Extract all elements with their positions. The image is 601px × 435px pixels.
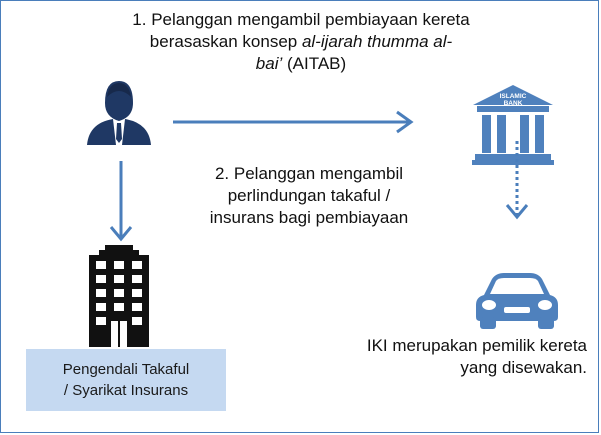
office-building-icon xyxy=(89,245,149,347)
step2-line3: insurans bagi pembiayaan xyxy=(209,208,409,227)
step2-line2: perlindungan takaful / xyxy=(227,186,391,205)
step1-concept-a: al-ijarah thumma al- xyxy=(301,32,453,51)
owner-note: IKI merupakan pemilik kereta yang disewa… xyxy=(301,335,587,379)
step2-line1: Pelanggan mengambil xyxy=(233,164,404,183)
step2-text: 2. Pelanggan mengambil perlindungan taka… xyxy=(169,163,449,229)
step1-text: 1. Pelanggan mengambil pembiayaan kereta… xyxy=(61,9,541,75)
step1-number: 1. xyxy=(132,10,147,29)
insurer-label-line2: / Syarikat Insurans xyxy=(63,382,189,399)
owner-note-line1: IKI merupakan pemilik kereta xyxy=(366,336,587,355)
car-icon xyxy=(476,273,558,329)
bank-label-line2: BANK xyxy=(504,100,523,107)
step1-line2-prefix: berasaskan konsep xyxy=(149,32,302,51)
insurer-label-box: Pengendali Takaful / Syarikat Insurans xyxy=(26,349,226,411)
step2-number: 2. xyxy=(214,164,230,183)
insurer-label-line1: Pengendali Takaful xyxy=(62,361,190,378)
step1-line3-suffix: (AITAB) xyxy=(282,54,347,73)
bank-label-line1: ISLAMIC xyxy=(500,93,527,100)
step1-concept-b: bai’ xyxy=(255,54,283,73)
step1-line1: Pelanggan mengambil pembiayaan kereta xyxy=(151,10,470,29)
islamic-bank-icon: ISLAMIC BANK xyxy=(472,85,554,165)
owner-note-line2: yang disewakan. xyxy=(460,358,587,377)
businessman-icon xyxy=(87,81,151,145)
